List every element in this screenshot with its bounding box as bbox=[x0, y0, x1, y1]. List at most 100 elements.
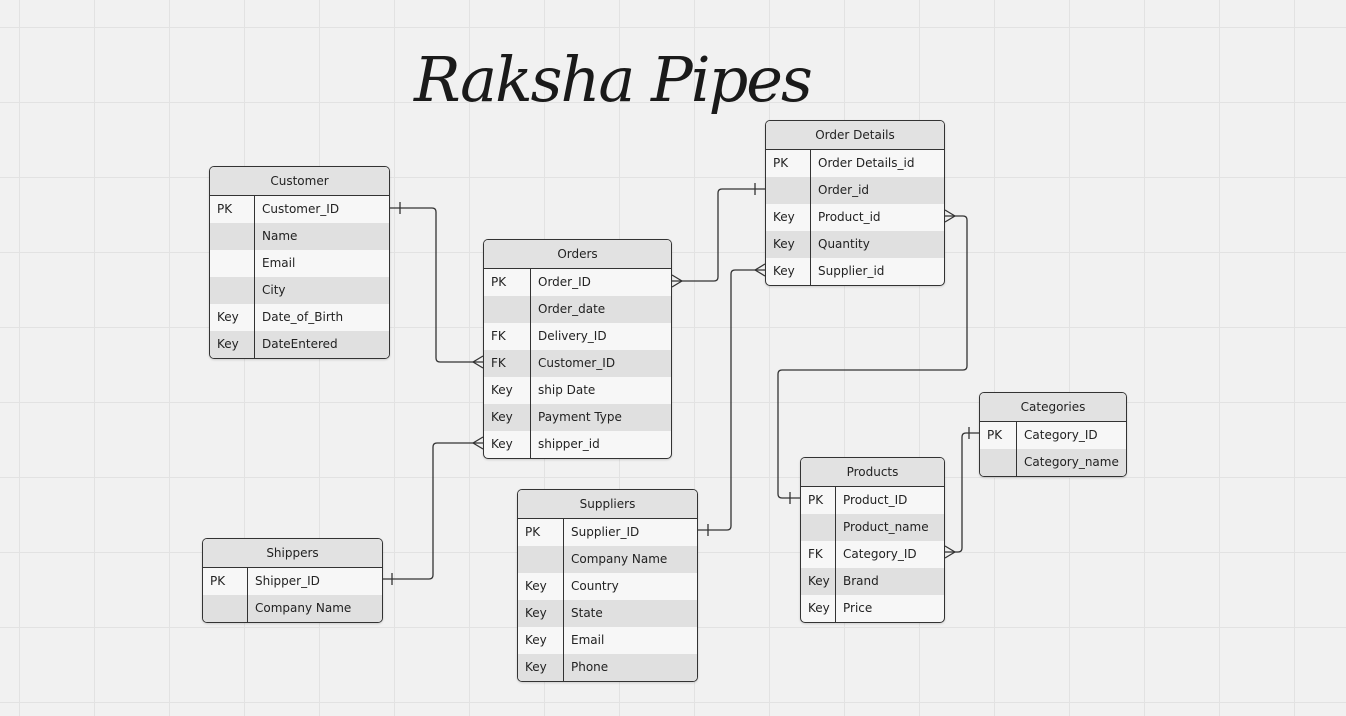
key-cell: Key bbox=[766, 204, 811, 231]
table-header: Products bbox=[801, 458, 944, 487]
key-cell: PK bbox=[203, 568, 248, 595]
field-cell: Product_ID bbox=[843, 493, 908, 507]
table-row: Key Date_of_Birth bbox=[210, 304, 389, 331]
table-row: Key Phone bbox=[518, 654, 697, 681]
key-cell: Key bbox=[801, 568, 836, 595]
key-cell: Key bbox=[518, 627, 564, 654]
table-row: Key shipper_id bbox=[484, 431, 671, 458]
table-row: Email bbox=[210, 250, 389, 277]
table-header: Order Details bbox=[766, 121, 944, 150]
field-cell: Order Details_id bbox=[818, 156, 915, 170]
key-cell: Key bbox=[484, 377, 531, 404]
field-cell: shipper_id bbox=[538, 437, 600, 451]
key-cell bbox=[210, 277, 255, 304]
table-row: Key Product_id bbox=[766, 204, 944, 231]
key-cell: Key bbox=[210, 331, 255, 358]
key-cell: PK bbox=[980, 422, 1017, 449]
field-cell: Category_ID bbox=[1024, 428, 1098, 442]
table-row: PK Category_ID bbox=[980, 422, 1126, 449]
table-order-details[interactable]: Order Details PK Order Details_id Order_i… bbox=[765, 120, 945, 286]
connector-customer-orders bbox=[390, 202, 484, 369]
key-cell: Key bbox=[518, 600, 564, 627]
key-cell: FK bbox=[484, 323, 531, 350]
field-cell: ship Date bbox=[538, 383, 596, 397]
field-cell: Brand bbox=[843, 574, 879, 588]
table-row: Key Payment Type bbox=[484, 404, 671, 431]
table-row: Product_name bbox=[801, 514, 944, 541]
field-cell: City bbox=[262, 283, 286, 297]
table-suppliers[interactable]: Suppliers PK Supplier_ID Company Name Key… bbox=[517, 489, 698, 682]
table-row: FK Category_ID bbox=[801, 541, 944, 568]
field-cell: Price bbox=[843, 601, 873, 615]
key-cell bbox=[518, 546, 564, 573]
field-cell: Payment Type bbox=[538, 410, 622, 424]
key-cell: Key bbox=[484, 404, 531, 431]
key-cell: FK bbox=[801, 541, 836, 568]
key-cell: Key bbox=[484, 431, 531, 458]
key-cell: Key bbox=[518, 654, 564, 681]
key-cell bbox=[210, 223, 255, 250]
table-row: Company Name bbox=[518, 546, 697, 573]
key-cell: PK bbox=[766, 150, 811, 177]
table-row: Key Country bbox=[518, 573, 697, 600]
connector-suppliers-orderdetails bbox=[698, 263, 766, 536]
key-cell: Key bbox=[766, 231, 811, 258]
key-cell: Key bbox=[801, 595, 836, 622]
key-cell bbox=[801, 514, 836, 541]
key-cell bbox=[766, 177, 811, 204]
key-cell: PK bbox=[210, 196, 255, 223]
key-cell: PK bbox=[801, 487, 836, 514]
field-cell: DateEntered bbox=[262, 337, 338, 351]
field-cell: Customer_ID bbox=[538, 356, 616, 370]
field-cell: Product_id bbox=[818, 210, 881, 224]
table-row: PK Order Details_id bbox=[766, 150, 944, 177]
table-header: Customer bbox=[210, 167, 389, 196]
field-cell: Category_ID bbox=[843, 547, 917, 561]
connector-orders-orderdetails bbox=[671, 183, 765, 288]
table-categories[interactable]: Categories PK Category_ID Category_name bbox=[979, 392, 1127, 477]
key-cell bbox=[203, 595, 248, 622]
table-row: Name bbox=[210, 223, 389, 250]
table-row: Key DateEntered bbox=[210, 331, 389, 358]
key-cell: FK bbox=[484, 350, 531, 377]
table-header: Categories bbox=[980, 393, 1126, 422]
table-row: Category_name bbox=[980, 449, 1126, 476]
field-cell: Order_id bbox=[818, 183, 870, 197]
key-cell: PK bbox=[518, 519, 564, 546]
key-cell: Key bbox=[766, 258, 811, 285]
key-cell bbox=[484, 296, 531, 323]
table-row: Key Brand bbox=[801, 568, 944, 595]
table-row: City bbox=[210, 277, 389, 304]
table-row: Key State bbox=[518, 600, 697, 627]
key-cell: Key bbox=[518, 573, 564, 600]
field-cell: Order_date bbox=[538, 302, 606, 316]
field-cell: Shipper_ID bbox=[255, 574, 320, 588]
field-cell: Category_name bbox=[1024, 455, 1119, 469]
key-cell: PK bbox=[484, 269, 531, 296]
field-cell: Name bbox=[262, 229, 298, 243]
key-cell bbox=[210, 250, 255, 277]
table-row: Key ship Date bbox=[484, 377, 671, 404]
table-header: Suppliers bbox=[518, 490, 697, 519]
field-cell: State bbox=[571, 606, 603, 620]
field-cell: Email bbox=[262, 256, 296, 270]
table-row: Order_id bbox=[766, 177, 944, 204]
table-row: PK Shipper_ID bbox=[203, 568, 382, 595]
key-cell bbox=[980, 449, 1017, 476]
field-cell: Supplier_ID bbox=[571, 525, 640, 539]
field-cell: Date_of_Birth bbox=[262, 310, 344, 324]
field-cell: Order_ID bbox=[538, 275, 591, 289]
key-cell: Key bbox=[210, 304, 255, 331]
field-cell: Quantity bbox=[818, 237, 870, 251]
table-products[interactable]: Products PK Product_ID Product_name FK Cat… bbox=[800, 457, 945, 623]
table-row: FK Customer_ID bbox=[484, 350, 671, 377]
field-cell: Country bbox=[571, 579, 619, 593]
field-cell: Phone bbox=[571, 660, 609, 674]
table-row: Order_date bbox=[484, 296, 671, 323]
table-row: Company Name bbox=[203, 595, 382, 622]
